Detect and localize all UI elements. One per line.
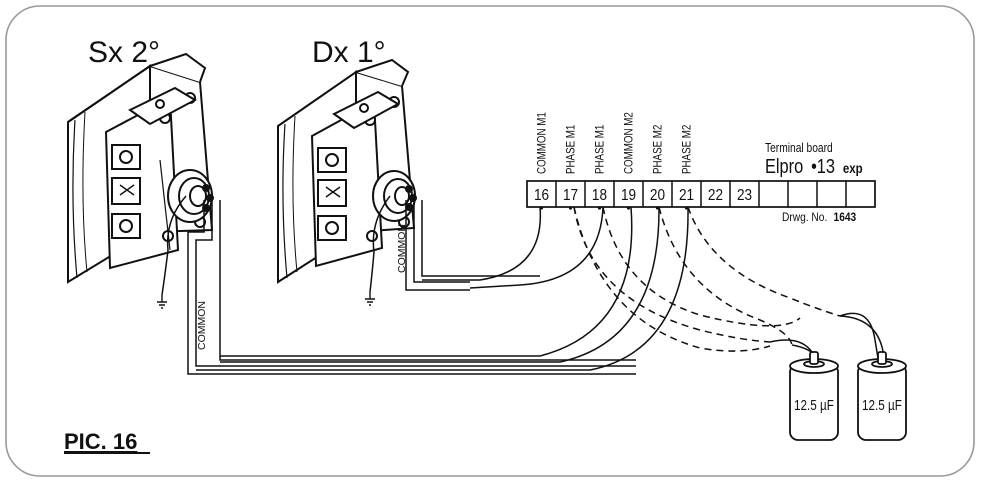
capacitor-right-value: 12.5 µF: [862, 397, 902, 414]
terminal-number: 16: [534, 187, 549, 204]
wire-label: COMMON M1: [536, 112, 549, 174]
terminal-board-brand: Elpro: [765, 154, 803, 177]
svg-text:Elpro •13 exp: Elpro •13 exp: [765, 154, 863, 177]
capacitor-left-value: 12.5 µF: [794, 397, 834, 414]
capacitor-left: [789, 351, 839, 441]
terminal-contact: [568, 206, 573, 210]
terminal-contact: [539, 206, 544, 210]
wire-label: PHASE M2: [681, 125, 694, 174]
terminal-number: 17: [563, 187, 578, 204]
terminal-number: 18: [592, 187, 607, 204]
terminal-contact: [626, 206, 631, 210]
cable-label-left-common: COMMON: [196, 301, 208, 350]
terminal-board-model-num: •13: [811, 154, 835, 177]
wire-label: PHASE M1: [594, 125, 607, 174]
drawing-number-value: 1643: [834, 211, 857, 224]
cable-common-left: [187, 200, 636, 375]
wire-label: COMMON M2: [623, 112, 636, 174]
capacitor-right: [857, 351, 907, 441]
motor-left-illustration: [67, 52, 214, 284]
figure-label: PIC. 16: [64, 429, 137, 454]
terminal-contact: [655, 206, 660, 210]
terminal-board-suffix: exp: [843, 160, 863, 176]
diagram-frame: [5, 5, 975, 477]
terminal-board-title: Terminal board: [765, 142, 833, 155]
terminal-number: 19: [621, 187, 636, 204]
wires-dashed: [573, 206, 841, 352]
motor-right-label: Dx 1°: [312, 36, 386, 69]
cable-label-right-common: COMMON: [396, 224, 408, 273]
terminal-number: 23: [737, 187, 752, 204]
terminal-board: 16 17 18 19 20 21 22 23: [526, 180, 876, 210]
wire-label: PHASE M1: [565, 125, 578, 174]
terminal-cell: [845, 180, 876, 208]
drawing-number-prefix: Drwg. No.: [782, 211, 827, 224]
terminal-number: 20: [650, 187, 665, 204]
ground-lead-right: [365, 195, 391, 306]
cable-common-right: [405, 200, 470, 291]
drawing-number: Drwg. No. 1643: [782, 211, 856, 224]
terminal-contact: [684, 206, 689, 210]
ground-lead-left: [157, 195, 187, 309]
motor-left-label: Sx 2°: [88, 36, 160, 69]
terminal-contact: [597, 206, 602, 210]
terminal-number: 21: [679, 187, 694, 204]
motor-right-illustration: [277, 58, 417, 284]
wire-labels: COMMON M1 PHASE M1 PHASE M1 COMMON M2 PHASE …: [536, 112, 694, 174]
wire-label: PHASE M2: [652, 125, 665, 174]
terminal-number: 22: [708, 187, 723, 204]
terminal-board-model: Elpro •13 exp: [765, 154, 863, 177]
wires-solid: [196, 206, 689, 371]
